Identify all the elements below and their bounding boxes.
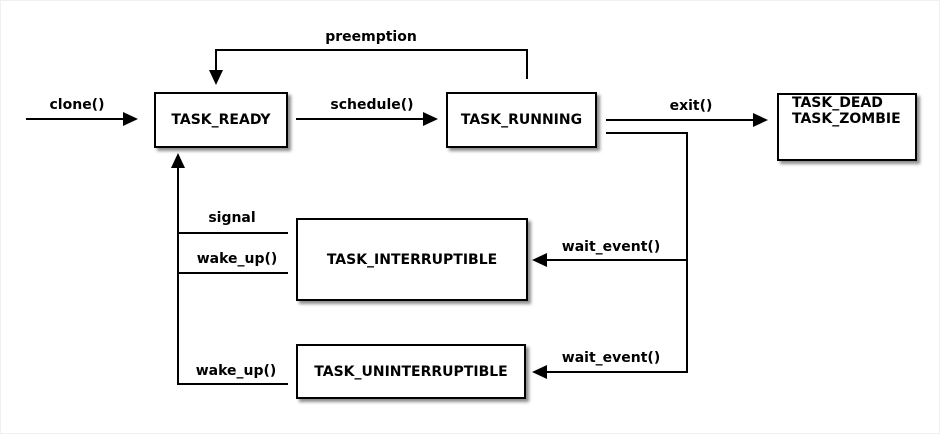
node-task-running-label: TASK_RUNNING — [460, 112, 583, 128]
edge-wake-up-vline — [177, 167, 179, 385]
edge-clone-arrowhead-icon — [123, 112, 138, 126]
edge-label-exit: exit() — [669, 98, 713, 114]
node-task-dead-zombie: TASK_DEAD TASK_ZOMBIE — [777, 93, 917, 161]
node-task-interruptible-label: TASK_INTERRUPTIBLE — [326, 251, 498, 268]
edge-schedule-arrowhead-icon — [423, 112, 438, 126]
edge-wait-event-interruptible-line — [546, 259, 688, 261]
edge-exit-arrowhead-icon — [753, 113, 768, 127]
edge-preemption-arrowhead-icon — [209, 70, 223, 85]
edge-exit-line — [606, 119, 754, 121]
edge-preemption-vline-right — [526, 49, 528, 79]
edge-wake-up-interruptible-line — [177, 272, 288, 274]
node-task-interruptible: TASK_INTERRUPTIBLE — [296, 218, 528, 301]
node-task-uninterruptible-label: TASK_UNINTERRUPTIBLE — [314, 363, 508, 380]
edge-label-preemption: preemption — [325, 29, 417, 45]
node-task-running: TASK_RUNNING — [446, 92, 597, 148]
edge-wait-event-interruptible-arrowhead-icon — [532, 253, 547, 267]
edge-label-schedule: schedule() — [330, 97, 414, 113]
edge-wait-event-branch-line — [606, 132, 688, 134]
edge-label-signal: signal — [208, 210, 256, 226]
node-task-dead-label: TASK_DEAD — [792, 95, 883, 111]
node-task-zombie-label: TASK_ZOMBIE — [792, 111, 901, 127]
edge-preemption-vline-left — [215, 49, 217, 71]
edge-wake-up-uninterruptible-line — [177, 383, 288, 385]
edge-label-wake-up-uninterruptible: wake_up() — [195, 363, 277, 379]
edge-label-wait-event-uninterruptible: wait_event() — [561, 350, 661, 366]
edge-preemption-hline — [216, 49, 528, 51]
edge-clone-line — [26, 118, 124, 120]
edge-wait-event-vline — [686, 132, 688, 373]
node-task-uninterruptible: TASK_UNINTERRUPTIBLE — [296, 344, 526, 399]
node-task-ready: TASK_READY — [154, 92, 288, 148]
edge-signal-line — [177, 232, 288, 234]
edge-wait-event-uninterruptible-arrowhead-icon — [532, 365, 547, 379]
node-task-ready-label: TASK_READY — [171, 112, 271, 128]
edge-wait-event-uninterruptible-line — [546, 371, 688, 373]
edge-label-wake-up-interruptible: wake_up() — [196, 251, 278, 267]
edge-label-wait-event-interruptible: wait_event() — [561, 239, 661, 255]
edge-label-clone: clone() — [49, 97, 105, 113]
edge-schedule-line — [296, 118, 424, 120]
edge-wake-up-arrowhead-icon — [171, 153, 185, 168]
